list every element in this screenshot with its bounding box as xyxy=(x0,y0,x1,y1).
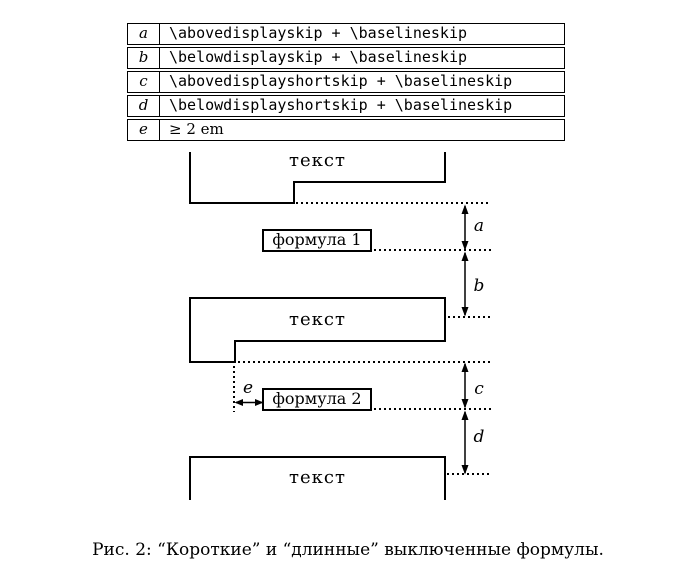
baseline-dots-below-formula-1 xyxy=(374,249,491,251)
table-key-cell: a xyxy=(128,24,160,44)
table-key-cell: e xyxy=(128,120,160,140)
indent-guide-dots xyxy=(233,366,235,412)
dim-arrow-a xyxy=(461,204,469,251)
table-value-cell: ≥ 2 em xyxy=(169,120,224,138)
dim-arrow-b xyxy=(461,251,469,317)
text-block-3-top-edge xyxy=(189,456,446,458)
text-block-2-left-edge xyxy=(189,297,191,363)
dim-arrow-c xyxy=(461,362,469,409)
text-block-2-right-edge xyxy=(444,297,446,342)
skip-table: a \abovedisplayskip + \baselineskip b \b… xyxy=(127,23,565,143)
text-block-2-top-edge xyxy=(189,297,446,299)
text-block-2-bottom-right xyxy=(234,340,446,342)
text-block-1-bottom-left xyxy=(189,202,295,204)
table-row: e ≥ 2 em xyxy=(127,119,565,141)
dim-arrow-d xyxy=(461,410,469,475)
table-row: d \belowdisplayshortskip + \baselineskip xyxy=(127,95,565,117)
figure-caption: Рис. 2: “Короткие” и “длинные” выключенн… xyxy=(92,540,604,560)
dim-label-a: a xyxy=(473,216,485,236)
dim-label-b: b xyxy=(473,276,485,296)
table-value-cell: \belowdisplayshortskip + \baselineskip xyxy=(169,96,513,114)
text-block-1-left-edge xyxy=(189,152,191,204)
table-key-cell: d xyxy=(128,96,160,116)
table-value-cell: \abovedisplayshortskip + \baselineskip xyxy=(169,72,513,90)
table-row: c \abovedisplayshortskip + \baselineskip xyxy=(127,71,565,93)
baseline-dots-above-formula-1 xyxy=(296,202,491,204)
formula-1-box: формула 1 xyxy=(262,229,372,252)
text-block-3-left-edge xyxy=(189,456,191,500)
table-value-cell: \abovedisplayskip + \baselineskip xyxy=(169,24,468,42)
text-block-2-bottom-left xyxy=(189,361,236,363)
dim-arrow-e xyxy=(234,399,264,406)
text-block-1-step xyxy=(293,181,295,204)
text-block-2-label: текст xyxy=(289,309,346,330)
text-block-1-label: текст xyxy=(289,150,346,171)
dim-label-e: e xyxy=(242,378,254,398)
text-block-1-bottom-right xyxy=(293,181,446,183)
baseline-dots-below-formula-2 xyxy=(374,408,491,410)
table-key-cell: b xyxy=(128,48,160,68)
dim-label-c: c xyxy=(474,379,484,399)
text-block-3-right-edge xyxy=(444,456,446,500)
table-key-cell: c xyxy=(128,72,160,92)
table-row: a \abovedisplayskip + \baselineskip xyxy=(127,23,565,45)
text-block-1-right-edge xyxy=(444,152,446,183)
formula-2-box: формула 2 xyxy=(262,388,372,411)
table-value-cell: \belowdisplayskip + \baselineskip xyxy=(169,48,468,66)
text-block-3-label: текст xyxy=(289,467,346,488)
table-row: b \belowdisplayskip + \baselineskip xyxy=(127,47,565,69)
dim-label-d: d xyxy=(473,427,485,447)
baseline-dots-block-2-first-line xyxy=(448,316,491,318)
baseline-dots-above-formula-2 xyxy=(238,361,491,363)
text-block-2-step xyxy=(234,340,236,363)
baseline-dots-block-3-first-line xyxy=(447,473,491,475)
